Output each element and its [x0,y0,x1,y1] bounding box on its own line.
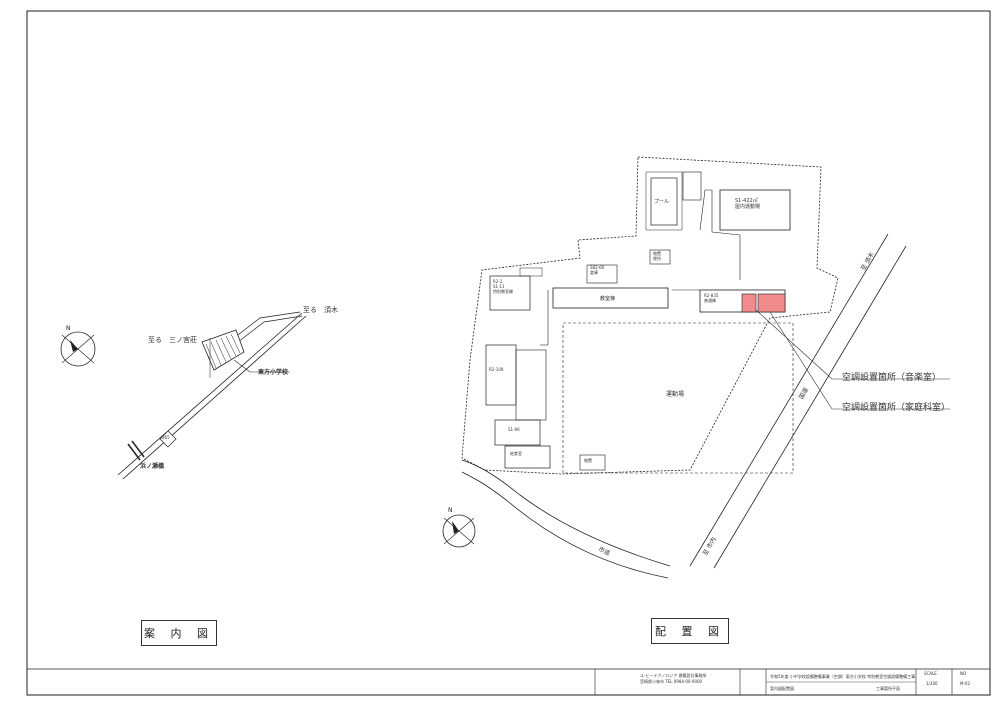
classroom-building [552,287,669,309]
guide-map-title: 案 内 図 [141,620,217,646]
layout-map: N [442,156,950,579]
sports-ground [562,322,794,474]
r2-109-building [485,344,517,406]
label-warehouse: S82-60 倉庫 [590,265,605,275]
firm-name: ユ-ヒーテクノロジア 建築設計事務所 [640,673,707,678]
city-road-edge [461,471,669,579]
ac-location-music [741,293,757,313]
label-to-suki: 至る 須木 [303,306,338,314]
school-site [201,329,245,371]
ac-location-homeec [757,293,786,313]
route-shield-icon [159,430,177,448]
label-classroom: 教室棟 [600,296,616,302]
special-classroom-building [489,275,531,311]
project-name: 令和5年度 小中学校設備整備事業（空調）東方小学校 特別教室空調設備整備工事 [770,674,916,679]
label-r2-109: R2-109 [489,367,504,372]
leader-line-homeec [769,311,833,410]
label-bridge: 浜ノ瀬橋 [140,463,165,470]
national-road-line [117,312,303,476]
national-road-edge [713,245,907,569]
scale-value: 1/300 [926,681,938,686]
label-gym: S1-422㎡ 屋内運動場 [735,198,761,210]
firm-address: 宮崎県小林市 TEL 0984-00-0000 [640,679,703,684]
label-ac-music: 空調設置箇所（音楽室） [842,373,942,383]
label-pool: プール [654,199,670,205]
svg-text:N: N [66,325,71,332]
title-block [594,669,953,695]
drawing-title: 工事箇所平面 [876,686,900,691]
pool [650,177,678,226]
drawing-name: 案内図配置図 [770,686,794,691]
north-arrow-icon-2: N [442,507,476,548]
pool-facility [682,171,702,201]
label-school: 東方小学校 [258,369,289,376]
storage-building [649,249,671,265]
label-to-sannomiya: 至る 三ノ宮莊 [148,336,197,344]
warehouse-building [586,264,618,284]
label-ac-homeec: 空調設置箇所（家庭科室） [842,403,951,413]
gym-building [719,189,791,231]
north-arrow-icon: N [60,325,96,367]
svg-text:N: N [448,507,453,514]
city-road [461,459,671,567]
leader-line-music [755,309,833,380]
label-shed: 物置 [584,458,592,463]
number-label: NO [960,671,967,676]
sheet-border [26,10,991,696]
label-storage: 物置 便所 [653,251,661,261]
national-road-line-2 [122,315,307,480]
label-kitchen: 給食室 [510,451,522,456]
label-general-classroom: R2-835 普通棟 [704,293,719,303]
national-road [689,233,889,567]
label-special-classroom: R2-1 S1-11 特別教室棟 [493,279,513,294]
number-value: M-02 [960,681,970,686]
site-boundary [461,156,839,475]
label-sports-ground: 運動場 [666,391,685,398]
bridge-icon [127,440,145,461]
guide-map: N [60,311,307,480]
scale-label: SCALE [924,671,937,676]
s1-96-building [494,419,541,446]
label-route-number: 265 [162,435,170,440]
shed-building [579,454,606,471]
layout-map-title: 配 置 図 [651,618,729,644]
kitchen-building [504,445,551,469]
label-s1-96: S1-96 [508,427,520,432]
